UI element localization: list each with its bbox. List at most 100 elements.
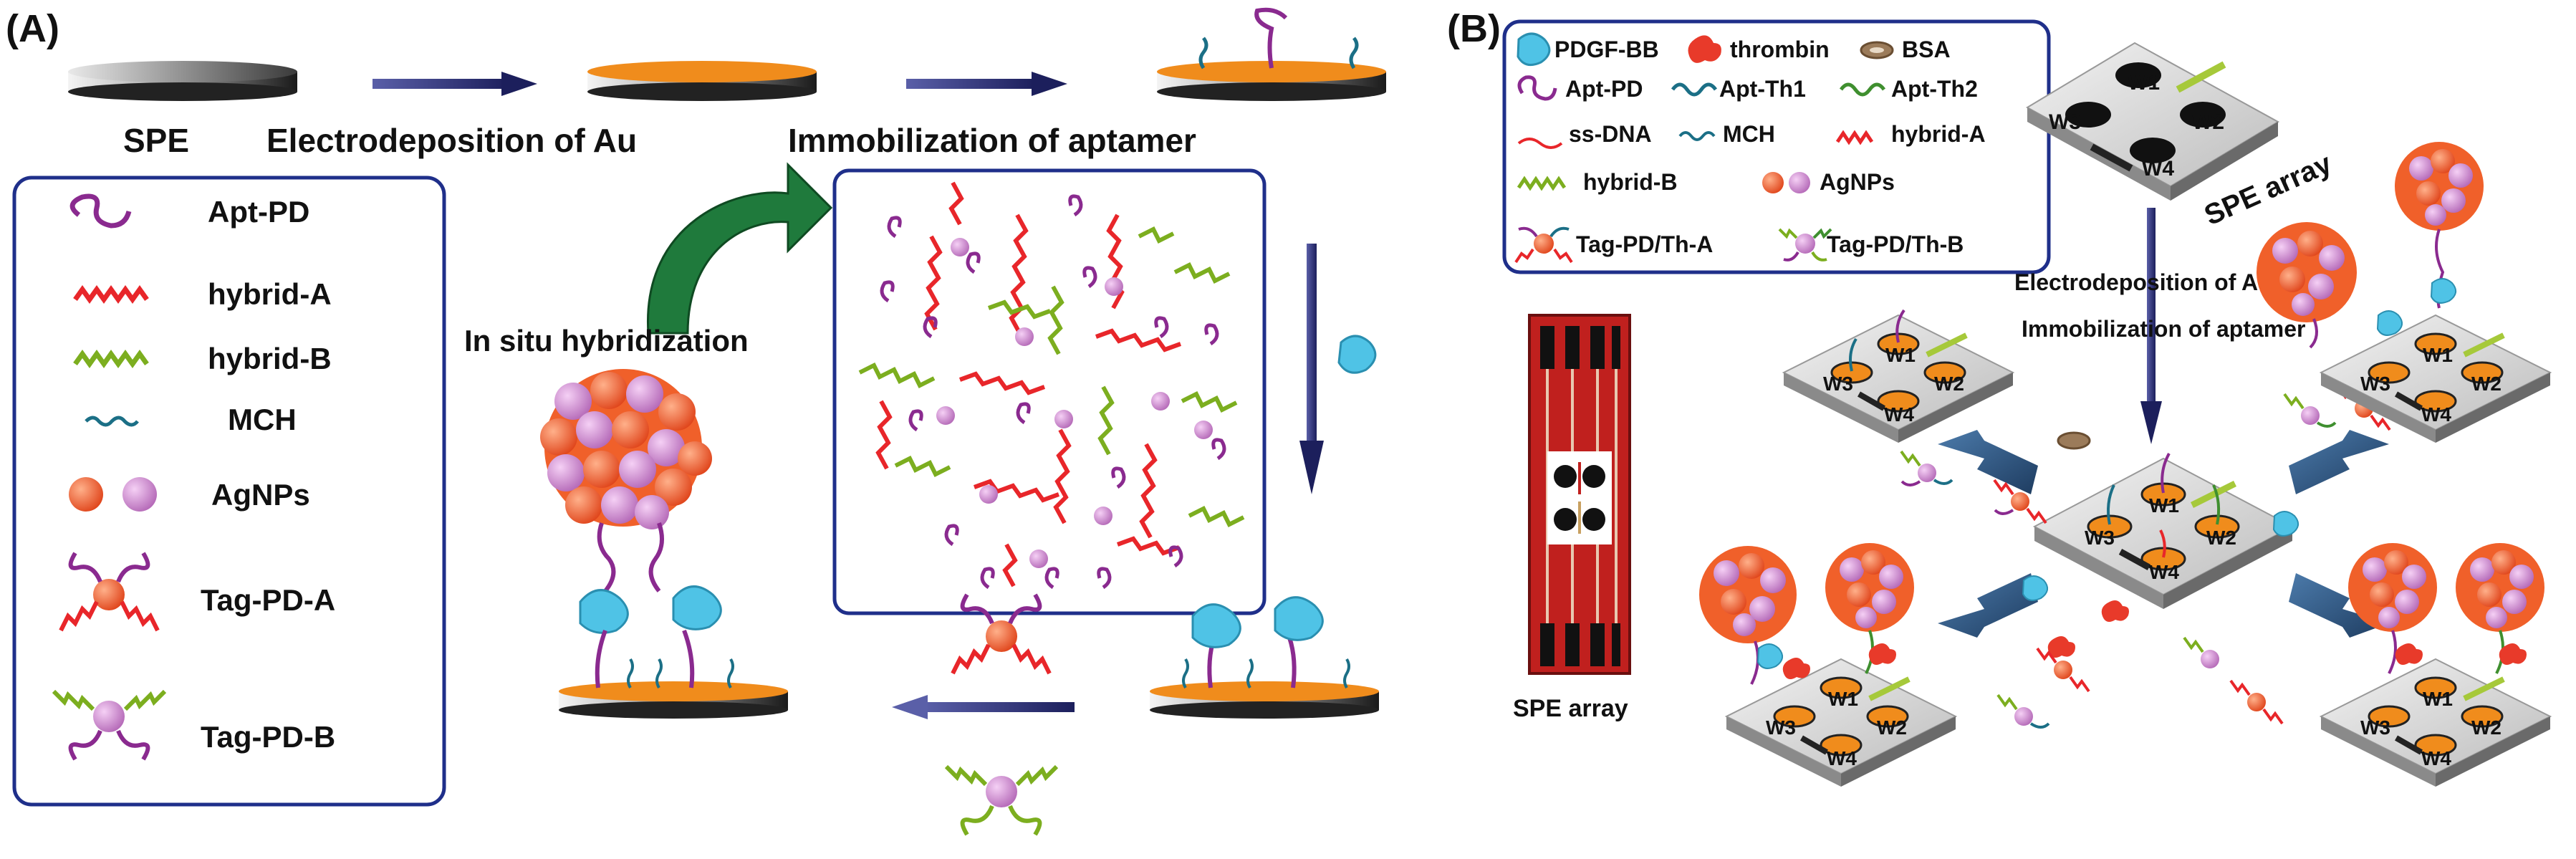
step-immobilization-label: Immobilization of aptamer — [788, 122, 1196, 159]
lr-w4: W4 — [2421, 747, 2451, 769]
hybrid-b-icon — [1517, 176, 1567, 191]
floating-tag-b-left — [1900, 450, 1953, 486]
legend-tag-pd-a: Tag-PD-A — [201, 583, 335, 617]
arrow-right-2 — [906, 72, 1067, 96]
ll-w1: W1 — [1828, 688, 1858, 710]
hybrid-a-icon — [1835, 130, 1874, 145]
ul-w4: W4 — [1884, 403, 1914, 426]
arrow-to-lower-left — [1938, 573, 2038, 638]
legend-b-pdgf: PDGF-BB — [1554, 37, 1659, 62]
legend-b-apt-th1: Apt-Th1 — [1719, 76, 1806, 102]
in-situ-label: In situ hybridization — [464, 324, 749, 357]
legend-apt-pd: Apt-PD — [208, 195, 309, 229]
ur-w3: W3 — [2360, 373, 2390, 395]
mch-icon — [1678, 131, 1716, 141]
agnp-pink-icon — [1789, 172, 1810, 193]
step-immobilization-b: Immobilization of aptamer — [2022, 316, 2305, 342]
bsa-icon — [2057, 431, 2091, 450]
apt-pd-icon — [1517, 75, 1557, 101]
pdgf-bb-icon — [579, 589, 629, 634]
panel-b: (B) PDGF-BB thrombin BSA Apt-PD Apt-Th1 … — [1447, 7, 2552, 787]
plate-lower-right — [2319, 543, 2552, 787]
ul-w2: W2 — [1934, 373, 1964, 395]
legend-icon-tag-pd-a — [59, 552, 160, 632]
legend-b-hybrid-b: hybrid-B — [1583, 169, 1678, 195]
ll-w3: W3 — [1766, 716, 1796, 739]
lr-w3: W3 — [2360, 716, 2390, 739]
plate-upper-right — [2257, 142, 2552, 443]
legend-hybrid-b: hybrid-B — [208, 342, 332, 375]
floating-tag-a-lower — [2036, 647, 2090, 693]
network-box — [832, 168, 1267, 615]
legend-b-apt-pd: Apt-PD — [1565, 76, 1643, 102]
bsa-icon-highlight — [1870, 47, 1884, 53]
tilted-w2: W2 — [2192, 110, 2224, 134]
legend-b-thrombin: thrombin — [1730, 37, 1830, 62]
tag-pd-th-b-icon — [1778, 228, 1832, 261]
legend-hybrid-a: hybrid-A — [208, 277, 332, 311]
arrow-down-b — [2140, 208, 2162, 444]
lr-w1: W1 — [2423, 688, 2453, 710]
floating-tag-a-left — [1993, 479, 2047, 524]
legend-b-mch: MCH — [1723, 121, 1775, 147]
arrow-down — [1299, 244, 1324, 494]
ur-w1: W1 — [2423, 344, 2453, 366]
pdgf-bb-icon — [2022, 575, 2049, 601]
aptamer-disk — [1157, 7, 1386, 101]
agnp-cluster — [540, 369, 712, 592]
center-w4: W4 — [2149, 561, 2179, 583]
gold-disk — [587, 61, 817, 101]
tilted-w1: W1 — [2128, 71, 2160, 95]
floating-tag-b-right — [2283, 393, 2337, 428]
tilted-w3: W3 — [2049, 110, 2081, 134]
agnp-orange-icon — [1762, 172, 1784, 193]
legend-mch: MCH — [228, 403, 297, 436]
legend-agnps: AgNPs — [211, 478, 310, 512]
plate-upper-left — [1782, 309, 2015, 443]
legend-b-hybrid-a: hybrid-A — [1891, 121, 1986, 147]
spe-disk — [68, 61, 297, 101]
legend-icon-mch — [85, 416, 139, 427]
pdgf-bb-icon — [672, 585, 722, 630]
target-disk — [1150, 596, 1379, 719]
tilted-w4: W4 — [2142, 157, 2174, 181]
legend-tag-pd-b: Tag-PD-B — [201, 720, 335, 754]
panel-a-tag: (A) — [6, 7, 59, 50]
ll-w4: W4 — [1827, 747, 1857, 769]
ll-w2: W2 — [1877, 716, 1907, 739]
green-curved-arrow — [647, 162, 833, 335]
tag-pd-a-probe — [951, 593, 1052, 675]
ul-w3: W3 — [1823, 373, 1853, 395]
arrow-right-1 — [373, 72, 537, 96]
legend-b-ss-dna: ss-DNA — [1569, 121, 1652, 147]
pdgf-bb-icon — [1517, 32, 1551, 67]
arrow-left — [892, 695, 1075, 719]
step-spe-label: SPE — [123, 122, 189, 159]
floating-tag-b-lower — [1996, 694, 2050, 729]
legend-icon-hybrid-a — [73, 284, 149, 304]
pdgf-bb-icon — [2272, 511, 2299, 537]
flat-spe-array — [1528, 314, 1631, 675]
pdgf-bb-icon — [1337, 335, 1377, 374]
thrombin-icon — [1688, 35, 1721, 63]
arrow-to-lower-right — [2289, 573, 2389, 638]
legend-icon-hybrid-b — [73, 349, 149, 369]
ss-dna-icon — [1517, 138, 1563, 149]
legend-b-agnps: AgNPs — [1820, 169, 1895, 195]
step-electrodeposition-label: Electrodeposition of Au — [266, 122, 637, 159]
legend-b-tag-b: Tag-PD/Th-B — [1827, 231, 1964, 257]
legend-box-b — [1502, 19, 2051, 274]
apt-th2-icon — [1839, 82, 1886, 97]
hydrogel-network — [858, 181, 1245, 590]
center-plate — [2032, 453, 2294, 609]
center-w2: W2 — [2206, 527, 2236, 549]
thrombin-icon — [2101, 600, 2129, 623]
legend-b-tag-a: Tag-PD/Th-A — [1576, 231, 1713, 257]
arrow-to-upper-left — [1938, 430, 2038, 494]
lr-w2: W2 — [2471, 716, 2501, 739]
legend-b-bsa: BSA — [1902, 37, 1951, 62]
legend-icon-agnps — [69, 477, 157, 512]
ur-w2: W2 — [2471, 373, 2501, 395]
tag-pd-b-probe — [944, 764, 1059, 836]
panel-b-tag: (B) — [1447, 7, 1501, 50]
